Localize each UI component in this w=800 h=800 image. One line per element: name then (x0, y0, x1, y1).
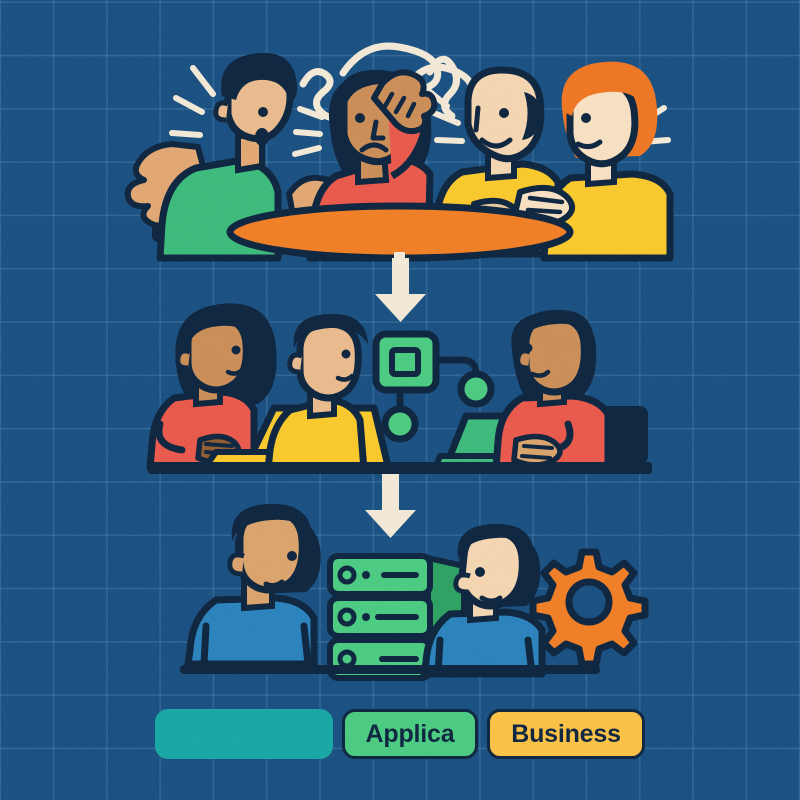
legend-row: Applica Business (0, 708, 800, 760)
flow-arrow-bottom (365, 474, 416, 538)
collaboration-panel (146, 303, 652, 474)
collaboration-desk (148, 462, 652, 474)
legend-chip-business[interactable]: Business (487, 709, 645, 759)
legend-chip-application[interactable]: Applica (342, 709, 478, 759)
flow-arrow-top (375, 258, 426, 322)
gear-icon (529, 548, 649, 668)
meeting-table (226, 202, 574, 262)
person-blue-shirt-left (184, 503, 321, 668)
frustrated-meeting-panel (124, 42, 674, 274)
legend-chip-empty[interactable] (155, 709, 333, 759)
person-yellow-shirt-center (264, 313, 368, 474)
deployment-ground-line (180, 665, 600, 674)
deployment-panel (180, 503, 649, 681)
